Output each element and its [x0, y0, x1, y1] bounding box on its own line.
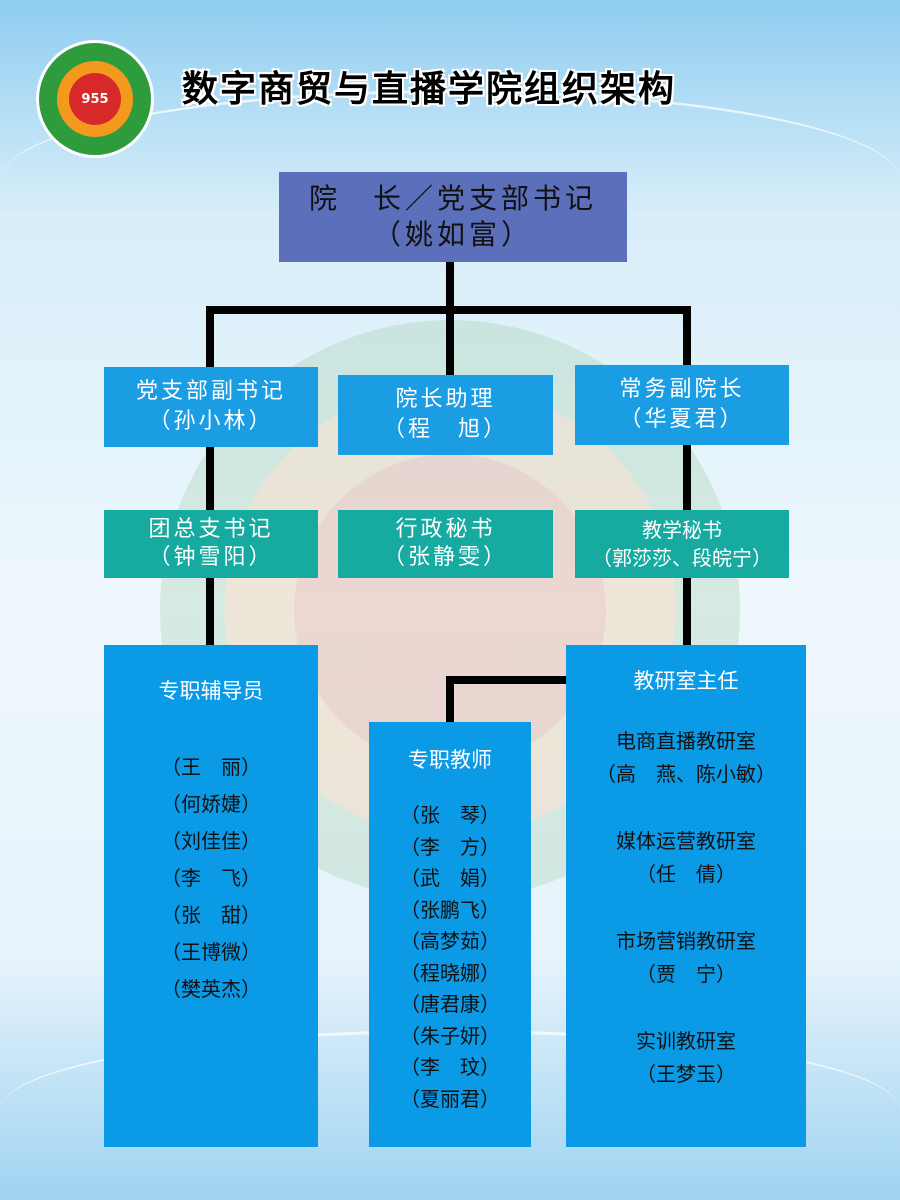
person-name: （任 倩） [636, 862, 736, 886]
name-list: （王 丽） （何娇婕） （刘佳佳） （李 飞） （张 甜） （王博微） （樊英杰… [161, 749, 261, 1008]
person-name: （张 甜） [161, 903, 261, 927]
connector-line [683, 306, 691, 646]
connector-line [206, 306, 214, 646]
person-name: （姚如富） [372, 218, 533, 251]
person-name: （孙小林） [148, 409, 274, 434]
research-room: 市场营销教研室 （贾 宁） [596, 925, 776, 991]
person-name: （程 旭） [382, 417, 508, 442]
person-name: （华夏君） [619, 407, 745, 432]
person-name: （张 琴） [400, 803, 500, 827]
teaching-secretary-box: 教学秘书 （郭莎莎、段皖宁） [575, 510, 789, 578]
person-name: （唐君康） [400, 992, 500, 1016]
person-name: （高梦茹） [400, 929, 500, 953]
page-title: 数字商贸与直播学院组织架构 [182, 69, 677, 110]
person-name: （张静雯） [382, 545, 508, 570]
connector-line [446, 676, 568, 684]
research-room: 媒体运营教研室 （任 倩） [596, 825, 776, 891]
dean-assistant-box: 院长助理 （程 旭） [338, 375, 553, 455]
connector-line [446, 676, 454, 724]
role-label: 院长助理 [395, 387, 496, 412]
group-title: 专职辅导员 [158, 679, 264, 703]
role-label: 党支部副书记 [135, 379, 286, 404]
room-name: 媒体运营教研室 [616, 829, 756, 853]
teachers-box: 专职教师 （张 琴） （李 方） （武 娟） （张鹏飞） （高梦茹） （程晓娜）… [369, 722, 531, 1147]
person-name: （樊英杰） [161, 977, 261, 1001]
role-label: 常务副院长 [619, 377, 745, 402]
person-name: （何娇婕） [161, 792, 261, 816]
counselors-box: 专职辅导员 （王 丽） （何娇婕） （刘佳佳） （李 飞） （张 甜） （王博微… [104, 645, 318, 1147]
research-room: 电商直播教研室 （高 燕、陈小敏） [596, 725, 776, 791]
college-logo: 955 [36, 40, 154, 158]
person-name: （王梦玉） [636, 1062, 736, 1086]
connector-line [446, 306, 454, 376]
role-label: 院 长／党支部书记 [308, 182, 597, 215]
person-name: （李 玟） [400, 1055, 500, 1079]
room-list: 电商直播教研室 （高 燕、陈小敏） 媒体运营教研室 （任 倩） 市场营销教研室 （贾 … [596, 725, 776, 1091]
person-name: （钟雪阳） [148, 545, 274, 570]
deputy-secretary-box: 党支部副书记 （孙小林） [104, 367, 318, 447]
name-list: （张 琴） （李 方） （武 娟） （张鹏飞） （高梦茹） （程晓娜） （唐君康… [400, 800, 500, 1115]
person-name: （王博微） [161, 940, 261, 964]
person-name: （王 丽） [161, 755, 261, 779]
youth-league-secretary-box: 团总支书记 （钟雪阳） [104, 510, 318, 578]
person-name: （郭莎莎、段皖宁） [592, 546, 772, 570]
group-title: 教研室主任 [633, 669, 739, 693]
executive-vice-dean-box: 常务副院长 （华夏君） [575, 365, 789, 445]
research-directors-box: 教研室主任 电商直播教研室 （高 燕、陈小敏） 媒体运营教研室 （任 倩） 市场营销… [566, 645, 806, 1147]
logo-number: 955 [69, 73, 121, 125]
role-label: 行政秘书 [395, 517, 496, 542]
person-name: （武 娟） [400, 866, 500, 890]
room-name: 实训教研室 [636, 1029, 736, 1053]
room-name: 市场营销教研室 [616, 929, 756, 953]
person-name: （程晓娜） [400, 960, 500, 985]
room-name: 电商直播教研室 [616, 729, 756, 753]
background-wave [0, 90, 900, 270]
group-title: 专职教师 [408, 748, 492, 772]
person-name: （刘佳佳） [161, 829, 261, 853]
role-label: 教学秘书 [642, 518, 722, 542]
role-label: 团总支书记 [148, 517, 274, 542]
person-name: （李 飞） [161, 866, 261, 890]
person-name: （张鹏飞） [400, 897, 500, 922]
research-room: 实训教研室 （王梦玉） [596, 1025, 776, 1091]
admin-secretary-box: 行政秘书 （张静雯） [338, 510, 553, 578]
connector-line [446, 262, 454, 312]
person-name: （夏丽君） [400, 1086, 500, 1111]
person-name: （高 燕、陈小敏） [596, 762, 776, 786]
person-name: （朱子妍） [400, 1023, 500, 1048]
person-name: （李 方） [400, 834, 500, 859]
dean-box: 院 长／党支部书记 （姚如富） [279, 172, 627, 262]
person-name: （贾 宁） [636, 962, 736, 986]
